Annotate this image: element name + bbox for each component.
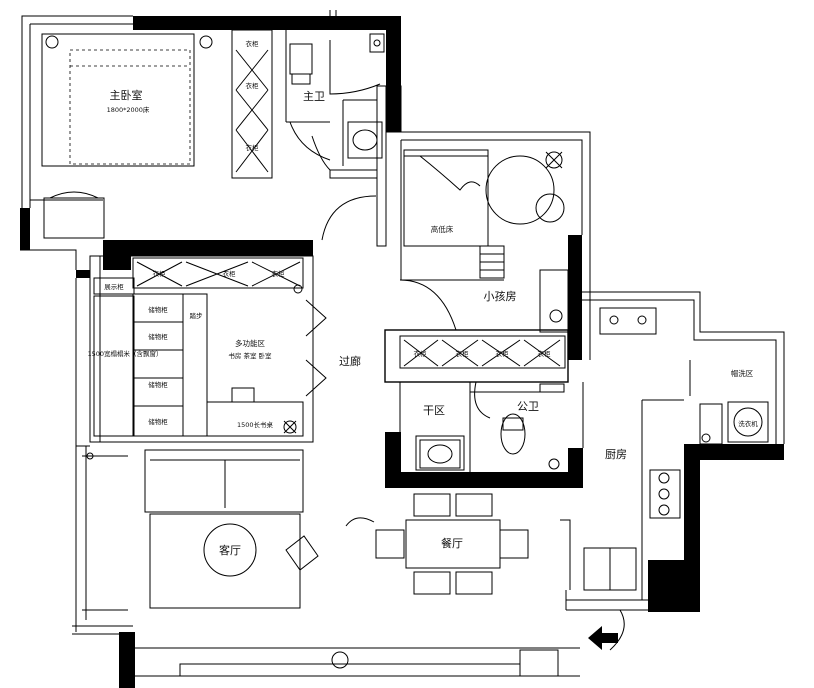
dry-area-label: 干区 <box>423 404 445 417</box>
washer-label: 洗衣机 <box>738 419 758 428</box>
master-wardrobe-label-1: 衣柜 <box>246 39 260 48</box>
master-bed-size-label: 1800*2000床 <box>107 105 150 114</box>
corridor-wardrobe-label-4: 衣柜 <box>538 349 552 358</box>
corridor-wardrobe-label-3: 衣柜 <box>496 349 510 358</box>
master-bath-door <box>311 135 331 171</box>
master-bath-label: 主卫 <box>303 90 325 103</box>
multi-function-label: 多功能区 <box>235 338 265 348</box>
bunk-bed <box>403 149 569 333</box>
bunk-bed-label: 高低床 <box>431 224 454 234</box>
corridor-wardrobe-label-2: 衣柜 <box>456 349 470 358</box>
child-room-door <box>399 279 457 331</box>
structural-walls <box>20 16 784 688</box>
kitchen-label: 厨房 <box>605 448 627 461</box>
multi-function-uses: 书房 茶室 卧室 <box>228 351 272 360</box>
storage-cabinet-label-1: 储物柜 <box>148 305 168 314</box>
corridor-label: 过廊 <box>339 354 361 368</box>
storage-cabinet-label-4: 储物柜 <box>148 417 168 426</box>
child-room-label: 小孩房 <box>484 290 517 303</box>
multi-wardrobe-label-3: 衣柜 <box>272 269 286 278</box>
display-cabinet-label: 展示柜 <box>104 282 124 291</box>
corridor-wardrobe-label-1: 衣柜 <box>414 349 428 358</box>
tatami-label: 1500宽榻榻米（含飘窗） <box>87 349 162 358</box>
kitchen-fixtures <box>560 307 769 651</box>
master-bed <box>41 33 213 239</box>
master-wardrobe-label-3: 衣柜 <box>246 143 260 152</box>
master-wardrobe <box>235 49 269 173</box>
partition-lines <box>20 15 785 677</box>
multi-wardrobe-label-1: 衣柜 <box>153 269 167 278</box>
multi-function-furniture <box>93 257 327 437</box>
step-label: 踏步 <box>190 311 204 320</box>
dining-label: 餐厅 <box>441 536 463 550</box>
master-wardrobe-label-2: 衣柜 <box>246 81 260 90</box>
desk-label: 1500长书桌 <box>237 420 274 429</box>
multi-wardrobe-label-2: 衣柜 <box>223 269 237 278</box>
living-label: 客厅 <box>219 543 241 557</box>
corridor-wardrobe <box>403 339 561 367</box>
laundry-label: 帽洗区 <box>731 368 754 378</box>
master-bath-fixtures <box>289 10 385 161</box>
master-bedroom-door <box>321 195 377 241</box>
storage-cabinet-label-3: 储物柜 <box>148 380 168 389</box>
bath-fixtures <box>419 381 565 470</box>
living-furniture <box>82 449 349 669</box>
public-bath-label: 公卫 <box>517 400 539 413</box>
dining-table-set <box>345 493 529 595</box>
entrance-arrow-icon <box>588 626 618 650</box>
master-bedroom-label: 主卧室 <box>110 88 143 102</box>
storage-cabinet-label-2: 储物柜 <box>148 332 168 341</box>
